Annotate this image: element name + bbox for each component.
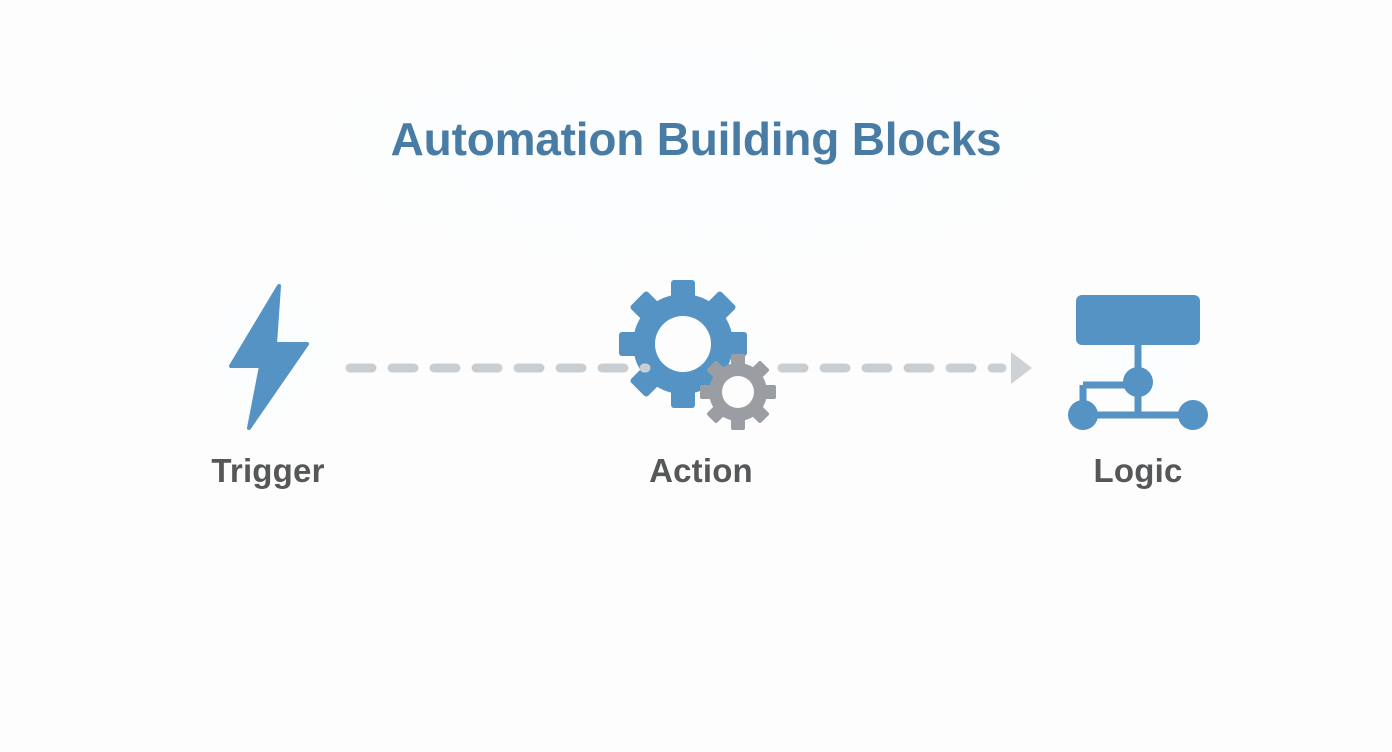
block-label-logic: Logic	[1093, 452, 1183, 489]
connector-trigger-to-action	[345, 344, 651, 392]
hierarchy-root-node	[1076, 294, 1200, 345]
icon-container-logic	[1023, 262, 1253, 452]
page-title: Automation Building Blocks	[390, 113, 1002, 165]
connector-action-to-logic	[777, 344, 1032, 392]
block-trigger[interactable]: Trigger	[153, 262, 383, 522]
icon-container-action	[586, 262, 816, 452]
block-label-action: Action	[649, 452, 753, 489]
gears-icon	[619, 280, 776, 430]
icon-container-trigger	[153, 262, 383, 452]
arrowhead-icon	[1011, 352, 1032, 384]
lightning-bolt-icon	[229, 284, 309, 430]
hierarchy-leaf-right	[1178, 399, 1208, 430]
hierarchy-mid-node	[1123, 366, 1153, 397]
block-logic[interactable]: Logic	[1023, 262, 1253, 522]
block-action[interactable]: Action	[586, 262, 816, 522]
block-label-trigger: Trigger	[211, 452, 325, 489]
hierarchy-leaf-left	[1068, 399, 1098, 430]
hierarchy-sitemap-icon	[1068, 294, 1208, 430]
gear-small	[700, 354, 776, 430]
blocks-row: Trigger	[0, 262, 1392, 522]
